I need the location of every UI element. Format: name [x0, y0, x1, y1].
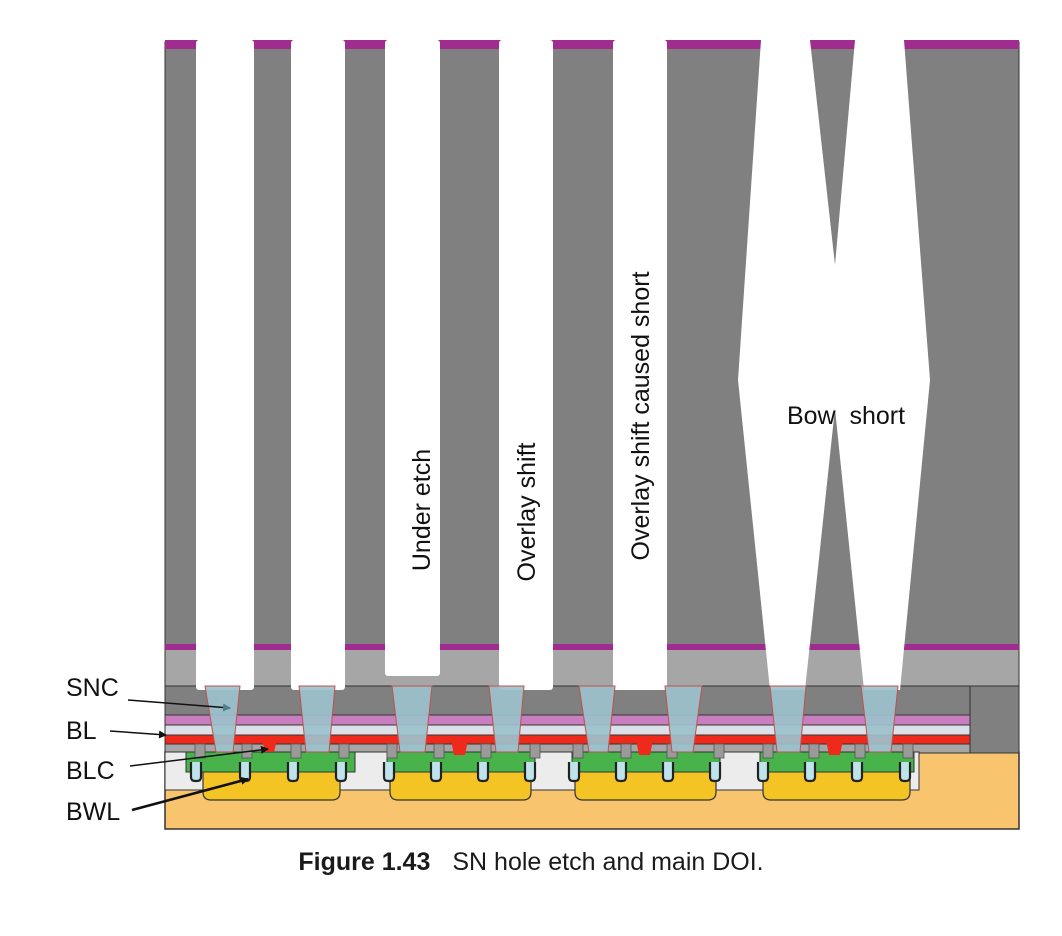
contact-pad: [194, 743, 206, 759]
snc-plug: [204, 685, 241, 753]
label-overlay-shift-short: Overlay shift caused short: [627, 271, 655, 560]
storage-node-contacts: [204, 685, 899, 753]
buried-wordline-block: [389, 767, 532, 801]
label-overlay-shift: Overlay shift: [513, 442, 541, 581]
contact-pad: [572, 743, 584, 759]
wordline-contact: [614, 762, 628, 783]
label-bow-short: Bow short: [787, 402, 905, 430]
wordline-contact: [429, 762, 443, 783]
bitline-top-layer: [164, 714, 971, 726]
bitline-metal: [164, 734, 971, 745]
wordline-contact: [476, 762, 490, 783]
contact-pad: [854, 743, 866, 759]
blc-contact: [451, 740, 468, 755]
wordline-contact: [803, 762, 817, 783]
wordline-contact: [756, 762, 770, 783]
wordline-contact: [238, 762, 252, 783]
sn-hole-normal: [291, 40, 345, 690]
blc-contact: [636, 740, 653, 755]
sn-holes: [196, 40, 930, 690]
bl-leader: [109, 730, 167, 739]
wordline-contact: [708, 762, 722, 783]
contact-pad: [620, 743, 632, 759]
sn-hole-normal: [196, 40, 254, 690]
snc-oxide-layer: [164, 685, 971, 717]
wordline-contact: [382, 762, 396, 783]
buried-wordline-block: [762, 767, 911, 801]
snc-plug: [488, 685, 525, 753]
wordline-contact: [286, 762, 300, 783]
contact-pads: [194, 743, 914, 759]
contact-pad: [529, 743, 541, 759]
contact-pad: [338, 743, 350, 759]
wordline-contact: [661, 762, 675, 783]
snc-plug: [578, 685, 616, 753]
contact-pad: [480, 743, 492, 759]
sn-hole-overlay-shift-short: [613, 40, 667, 690]
snc-plug: [769, 685, 807, 753]
top-nitride-cap: [165, 40, 1019, 49]
sn-hole-under-etch: [385, 40, 440, 676]
sn-hole-overlay-shift: [499, 40, 553, 690]
buried-wordline-block: [202, 767, 341, 801]
buried-wordline-block: [574, 767, 717, 801]
contact-pad: [713, 743, 725, 759]
blc-leader: [129, 745, 269, 767]
contact-pad: [290, 743, 302, 759]
wordline-contact: [567, 762, 581, 783]
snc-plug: [391, 685, 433, 753]
wordline-contact: [523, 762, 537, 783]
blc-contact: [826, 740, 843, 755]
lower-oxide-right: [969, 685, 1020, 754]
wordline-contact: [898, 762, 912, 783]
wordline-contact: [189, 762, 203, 783]
label-under-etch: Under etch: [408, 449, 436, 571]
label-blc: BLC: [66, 757, 115, 785]
active-blocks: [185, 751, 915, 801]
snc-plug: [298, 685, 336, 753]
snc-leader: [127, 699, 231, 712]
bitline-spacer: [164, 724, 971, 736]
wordline-contact: [334, 762, 348, 783]
label-bwl: BWL: [66, 798, 120, 826]
contact-pad: [762, 743, 774, 759]
figure-title: SN hole etch and main DOI.: [452, 848, 764, 876]
wordline-contact: [850, 762, 864, 783]
snc-plug: [664, 685, 703, 753]
active-area: [185, 751, 356, 773]
contact-pad: [902, 743, 914, 759]
label-snc: SNC: [66, 674, 119, 702]
label-bl: BL: [66, 717, 97, 745]
sn-hole-bow: [738, 40, 838, 690]
figure-number: Figure 1.43: [298, 848, 431, 876]
bwl-leader: [131, 776, 249, 812]
figure-caption: Figure 1.43 SN hole etch and main DOI.: [0, 848, 1062, 877]
sn-hole-bow: [832, 40, 930, 690]
contact-pad: [386, 743, 398, 759]
contact-pad: [808, 743, 820, 759]
contact-pad: [433, 743, 445, 759]
support-nitride: [165, 644, 1019, 650]
snc-plug: [860, 685, 899, 753]
